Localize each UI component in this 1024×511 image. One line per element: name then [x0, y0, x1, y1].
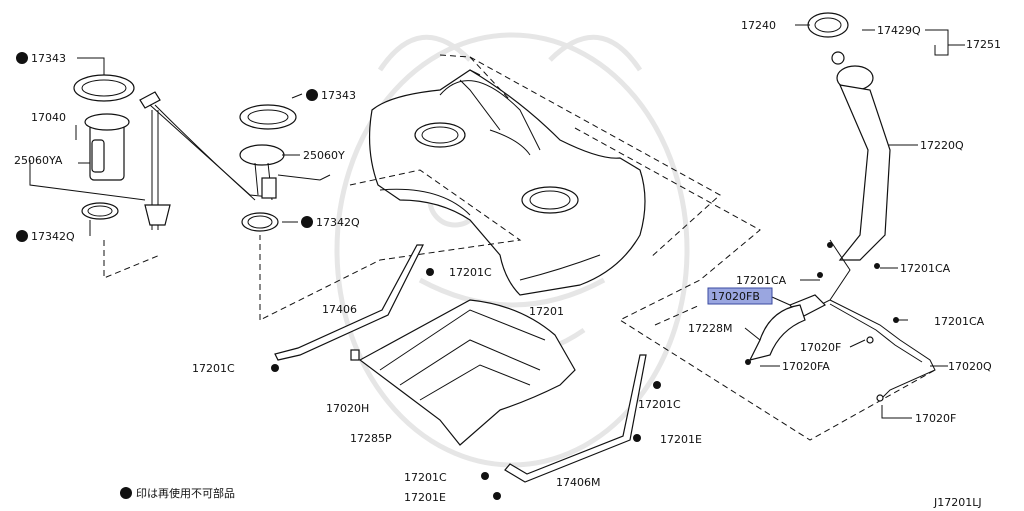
label-17228m[interactable]: 17228M	[688, 322, 732, 335]
pump-seal-ring[interactable]	[73, 74, 135, 102]
label-17201e-a[interactable]: 17201E	[660, 433, 702, 446]
tank-strap-right[interactable]	[504, 354, 647, 483]
label-17020f-b[interactable]: 17020F	[915, 412, 956, 425]
fuel-strainer[interactable]	[91, 139, 105, 173]
label-17342q-b[interactable]: 17342Q	[316, 216, 360, 229]
mounting-bolts	[271, 268, 661, 500]
label-17285p[interactable]: 17285P	[350, 432, 392, 445]
label-17201ca-b[interactable]: 17201CA	[900, 262, 951, 275]
label-17342q-a[interactable]: 17342Q	[31, 230, 75, 243]
label-17220q[interactable]: 17220Q	[920, 139, 964, 152]
label-25060ya[interactable]: 25060YA	[14, 154, 63, 167]
label-17201c-d[interactable]: 17201C	[404, 471, 447, 484]
label-17406m[interactable]: 17406M	[556, 476, 600, 489]
bolt-17201e-a[interactable]	[633, 434, 641, 442]
bolt-17201e-b[interactable]	[493, 492, 501, 500]
level-sender-float[interactable]	[144, 204, 171, 226]
bolt-17201c-a[interactable]	[426, 268, 434, 276]
label-17240[interactable]: 17240	[741, 19, 776, 32]
heat-shield[interactable]	[358, 299, 576, 446]
label-17201e-b[interactable]: 17201E	[404, 491, 446, 504]
label-17429q[interactable]: 17429Q	[877, 24, 921, 37]
label-17201c-b[interactable]: 17201C	[192, 362, 235, 375]
filler-cap-seal[interactable]	[807, 12, 849, 38]
legend: 印は再使用不可部品	[120, 486, 235, 500]
fuel-pump-assembly-group	[73, 74, 271, 230]
bolt-17201c-d[interactable]	[481, 472, 489, 480]
label-17343-a[interactable]: 17343	[31, 52, 66, 65]
diagram-code: J17201LJ	[933, 496, 982, 509]
label-17201c-c[interactable]: 17201C	[638, 398, 681, 411]
level-sender-top[interactable]	[139, 91, 161, 109]
clip-17020h[interactable]	[350, 349, 360, 361]
non-reusable-icon	[16, 230, 28, 242]
label-17406[interactable]: 17406	[322, 303, 357, 316]
tank-strap-left[interactable]	[274, 244, 424, 361]
filler-hose-17228m[interactable]	[748, 304, 806, 361]
label-17020q[interactable]: 17020Q	[948, 360, 992, 373]
clip-17020f-b[interactable]	[876, 394, 884, 402]
tank-dashed-outline	[259, 54, 936, 441]
sender-seal-ring[interactable]	[239, 104, 297, 130]
label-17201ca-a[interactable]: 17201CA	[736, 274, 787, 287]
fuel-tank[interactable]	[368, 69, 646, 296]
clip-17020f-a[interactable]	[866, 336, 874, 344]
gasket-ring-small[interactable]	[81, 202, 119, 220]
non-reusable-icon	[301, 216, 313, 228]
filler-neck-group	[745, 12, 936, 402]
non-reusable-icon	[16, 52, 28, 64]
bolt-17201c-c[interactable]	[653, 381, 661, 389]
label-17343-b[interactable]: 17343	[321, 89, 356, 102]
non-reusable-icon	[306, 89, 318, 101]
filler-neck-tube[interactable]	[838, 84, 891, 261]
non-reusable-icon	[120, 487, 132, 499]
label-17040[interactable]: 17040	[31, 111, 66, 124]
right-leader-lines	[744, 24, 965, 419]
highlight-17020fb	[707, 287, 773, 305]
label-17020h[interactable]: 17020H	[326, 402, 369, 415]
label-17201c-a[interactable]: 17201C	[449, 266, 492, 279]
label-17020fb[interactable]: 17020FB	[711, 290, 760, 303]
bolt-17201c-b[interactable]	[271, 364, 279, 372]
label-17020f-a[interactable]: 17020F	[800, 341, 841, 354]
label-17201[interactable]: 17201	[529, 305, 564, 318]
sender-unit-group	[239, 93, 331, 232]
label-17020fa[interactable]: 17020FA	[782, 360, 830, 373]
filler-cap-tether[interactable]	[831, 51, 845, 65]
left-leader-lines	[29, 57, 261, 320]
legend-text: 印は再使用不可部品	[136, 486, 235, 500]
part-labels: 17343 17040 25060YA 17342Q 17343 25060Y …	[14, 19, 1001, 504]
label-17251[interactable]: 17251	[966, 38, 1001, 51]
sender-unit-cap[interactable]	[239, 144, 285, 166]
label-25060y[interactable]: 25060Y	[303, 149, 345, 162]
label-17201ca-c[interactable]: 17201CA	[934, 315, 985, 328]
sender-body[interactable]	[261, 177, 277, 199]
